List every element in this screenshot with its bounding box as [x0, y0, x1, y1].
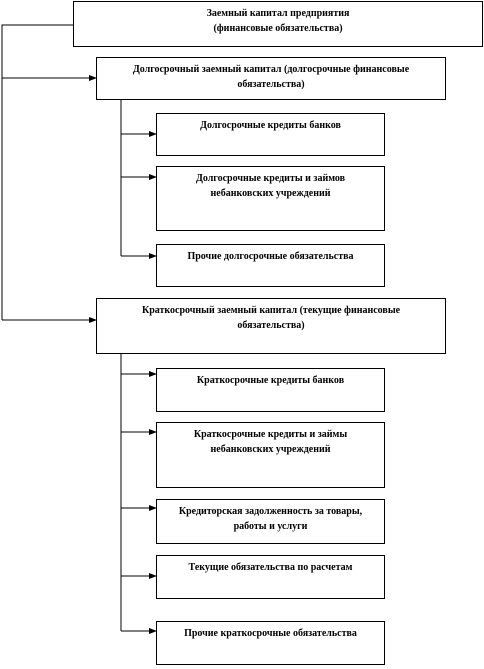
long-term-item-2-box: Долгосрочные кредиты и займов небанковск…	[156, 166, 385, 231]
short-term-item-4-label: Текущие обязательства по расчетам	[188, 562, 353, 573]
short-term-item-4-box: Текущие обязательства по расчетам	[156, 555, 385, 599]
short-term-item-3-label: Кредиторская задолженность за товары, ра…	[178, 506, 363, 532]
long-term-label: Долгосрочный заемный капитал (долгосрочн…	[132, 64, 410, 90]
connector-root-trunk	[1, 24, 73, 320]
long-term-item-3-box: Прочие долгосрочные обязательства	[156, 244, 385, 287]
long-term-box: Долгосрочный заемный капитал (долгосрочн…	[96, 57, 446, 100]
short-term-label: Краткосрочный заемный капитал (текущие ф…	[141, 305, 401, 331]
short-term-item-2-box: Краткосрочные кредиты и займы небанковск…	[156, 422, 385, 488]
short-term-item-5-label: Прочие краткосрочные обязательства	[184, 628, 357, 639]
root-label: Заемный капитал предприятия (финансовые …	[206, 8, 350, 34]
short-term-box: Краткосрочный заемный капитал (текущие ф…	[96, 298, 446, 354]
short-term-item-1-label: Краткосрочные кредиты банков	[196, 375, 345, 386]
long-term-item-1-label: Долгосрочные кредиты банков	[200, 120, 341, 131]
long-term-item-2-label: Долгосрочные кредиты и займов небанковск…	[195, 173, 346, 199]
root-box: Заемный капитал предприятия (финансовые …	[73, 1, 483, 47]
short-term-item-2-label: Краткосрочные кредиты и займы небанковск…	[193, 429, 348, 455]
short-term-item-1-box: Краткосрочные кредиты банков	[156, 368, 385, 412]
long-term-item-1-box: Долгосрочные кредиты банков	[156, 113, 385, 156]
short-term-item-5-box: Прочие краткосрочные обязательства	[156, 621, 385, 665]
short-term-item-3-box: Кредиторская задолженность за товары, ра…	[156, 499, 385, 544]
long-term-item-3-label: Прочие долгосрочные обязательства	[187, 251, 354, 262]
